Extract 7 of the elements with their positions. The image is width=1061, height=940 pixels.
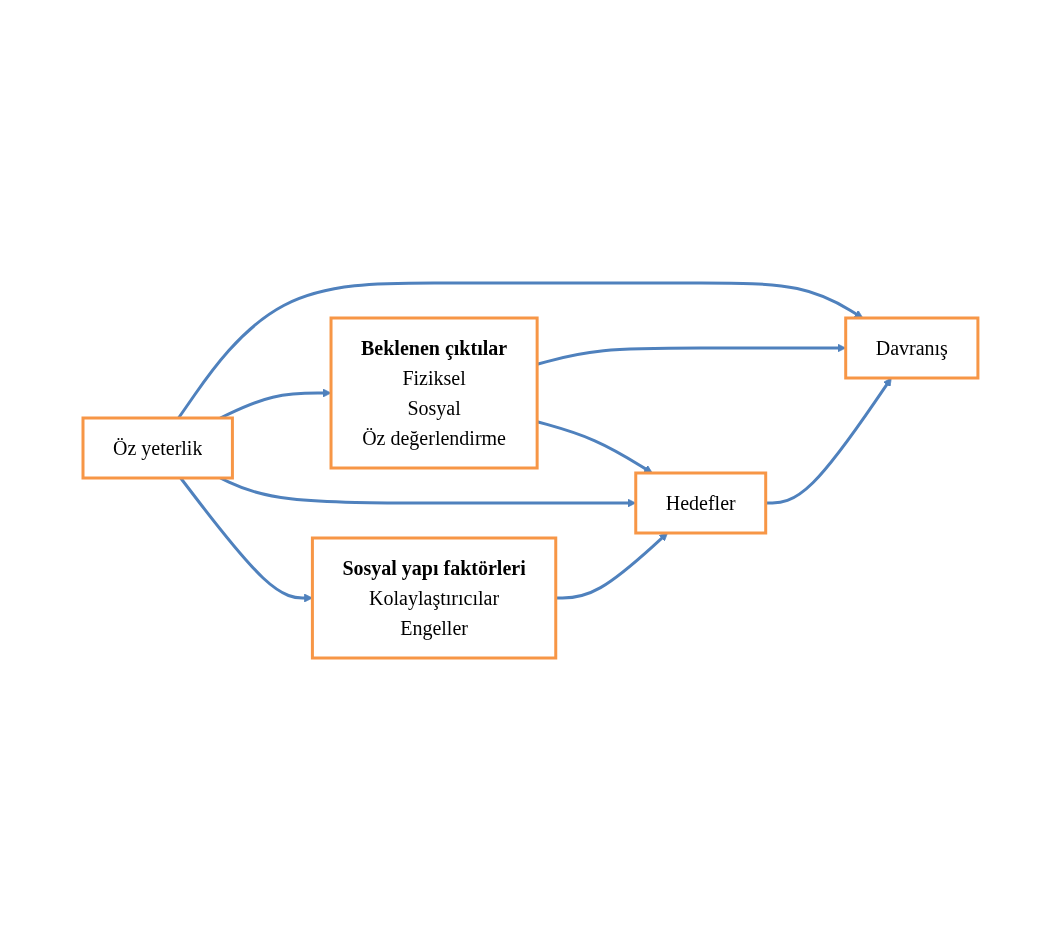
- arrow: [765, 377, 892, 504]
- node-box: Davranış: [844, 316, 980, 379]
- arrow: [555, 532, 668, 599]
- node-box: Beklenen çıktılar Fiziksel Sosyal Öz değerlendirme: [329, 316, 539, 469]
- node-box: Öz yeterlik: [81, 416, 234, 479]
- node-box: Hedefler: [634, 471, 768, 534]
- node-box: Sosyal yapı faktörleri Kolaylaştırıcılar Engeller: [310, 536, 558, 659]
